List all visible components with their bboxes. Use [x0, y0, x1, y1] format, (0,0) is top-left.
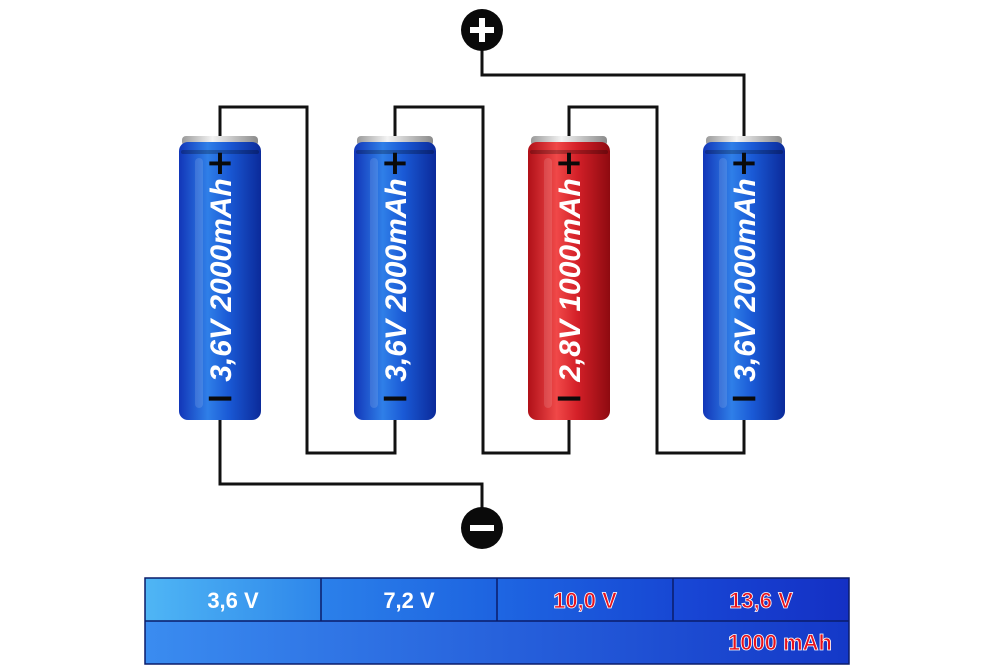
- battery-plus-icon: +: [381, 143, 410, 183]
- battery-minus-icon: −: [380, 378, 410, 419]
- battery-rim: [181, 150, 259, 154]
- wire-battery-3-to-battery-4: [567, 105, 746, 455]
- battery-highlight: [195, 158, 203, 408]
- battery-label: 2,8V 1000mAh: [554, 178, 587, 382]
- voltage-cell-2: [321, 578, 497, 621]
- wire-battery-1-to-negative: [218, 420, 484, 510]
- battery-label: 3,6V 2000mAh: [729, 178, 762, 381]
- battery-body: [528, 142, 610, 420]
- battery-body: [703, 142, 785, 420]
- info-table: 3,6 V 7,2 V 10,0 V 13,6 V 1000 mAh: [144, 577, 850, 665]
- voltage-cell-4: [673, 578, 849, 621]
- voltage-label-3: 10,0 V: [553, 588, 617, 613]
- battery-minus-icon: −: [205, 378, 235, 419]
- battery-highlight: [370, 158, 378, 408]
- battery-2: + −3,6V 2000mAh: [354, 136, 436, 420]
- battery-plus-icon: +: [730, 143, 759, 183]
- battery-plus-icon: +: [206, 143, 235, 183]
- battery-minus-icon: −: [554, 378, 584, 419]
- capacity-label: 1000 mAh: [728, 630, 832, 655]
- voltage-label-1: 3,6 V: [207, 588, 259, 613]
- voltage-cell-3: [497, 578, 673, 621]
- battery-plus-icon: +: [555, 143, 584, 183]
- battery-rim: [530, 150, 608, 154]
- battery-label: 3,6V 2000mAh: [205, 178, 238, 381]
- battery-label: 3,6V 2000mAh: [380, 178, 413, 381]
- battery-highlight: [544, 158, 552, 408]
- wire-positive-to-battery-4: [480, 32, 746, 140]
- voltage-cell-1: [145, 578, 321, 621]
- wire-battery-1-to-battery-2: [218, 105, 397, 455]
- voltage-label-4: 13,6 V: [729, 588, 793, 613]
- battery-highlight: [719, 158, 727, 408]
- batteries: +−3,6V 2000mAh+−3,6V 2000mAh+−2,8V 1000m…: [179, 136, 785, 420]
- battery-minus-icon: −: [729, 378, 759, 419]
- negative-terminal: [461, 507, 503, 549]
- battery-4: + −3,6V 2000mAh: [703, 136, 785, 420]
- battery-1: + −3,6V 2000mAh: [179, 136, 261, 420]
- battery-rim: [705, 150, 783, 154]
- voltage-label-2: 7,2 V: [383, 588, 435, 613]
- battery-body: [179, 142, 261, 420]
- positive-terminal: [461, 9, 503, 51]
- wire-battery-2-to-battery-3: [393, 105, 571, 455]
- plus-bar-v: [479, 18, 485, 42]
- capacity-row: [145, 621, 849, 664]
- battery-3: + −2,8V 1000mAh: [528, 136, 610, 420]
- battery-body: [354, 142, 436, 420]
- battery-rim: [356, 150, 434, 154]
- minus-bar: [470, 525, 494, 531]
- table-borders: [144, 577, 850, 665]
- wires: [218, 32, 746, 510]
